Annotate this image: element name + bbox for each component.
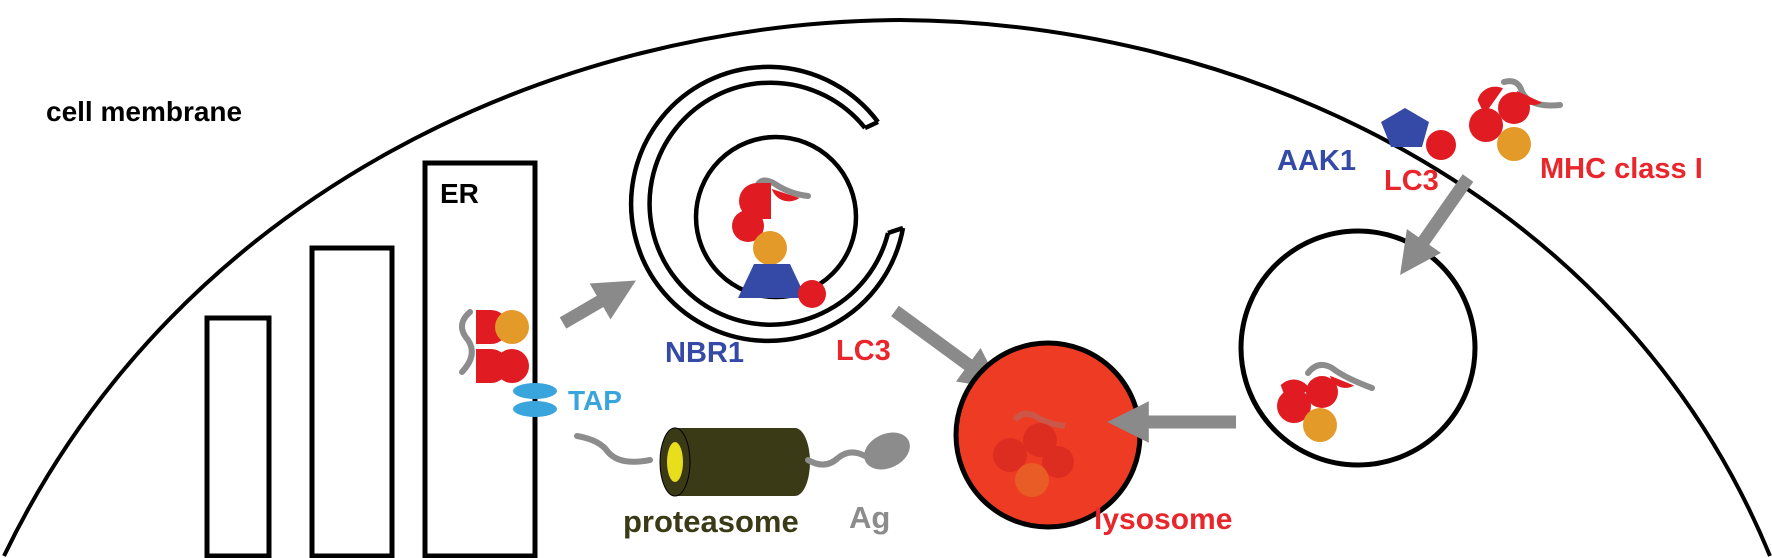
label-nbr1: NBR1 bbox=[665, 337, 744, 369]
cell-membrane-outline bbox=[2, 17, 1772, 557]
lc3-membrane-dot bbox=[1426, 130, 1456, 160]
er-cisterna-2 bbox=[309, 245, 395, 558]
label-er: ER bbox=[440, 178, 479, 209]
arrow-autophagosome-to-lysosome bbox=[891, 305, 1002, 390]
label-lc3-autophagosome: LC3 bbox=[836, 335, 891, 367]
er-cisterna-1 bbox=[204, 315, 272, 558]
label-mhc-class-i: MHC class I bbox=[1540, 153, 1703, 185]
label-lysosome: lysosome bbox=[1094, 503, 1232, 536]
proteasome bbox=[574, 427, 910, 497]
label-tap: TAP bbox=[568, 385, 622, 416]
arrow-er-to-autophagosome bbox=[559, 280, 636, 329]
label-lc3-membrane: LC3 bbox=[1384, 165, 1439, 197]
mhc-complex-er bbox=[459, 309, 529, 383]
mhc-complex-lysosome bbox=[993, 410, 1074, 497]
phagophore bbox=[628, 64, 906, 344]
tap-transporter bbox=[513, 383, 557, 417]
label-ag: Ag bbox=[849, 500, 890, 535]
mhc-complex-autophagosome bbox=[732, 177, 826, 308]
mhc-complex-endosome bbox=[1277, 361, 1375, 442]
aak1-pentagon bbox=[1381, 108, 1429, 147]
label-proteasome: proteasome bbox=[623, 504, 799, 539]
label-cell-membrane: cell membrane bbox=[46, 96, 242, 127]
arrow-membrane-to-endosome bbox=[1400, 174, 1474, 276]
mhc-complex-membrane bbox=[1469, 78, 1563, 161]
endosome bbox=[1238, 228, 1478, 468]
label-aak1: AAK1 bbox=[1277, 145, 1356, 177]
